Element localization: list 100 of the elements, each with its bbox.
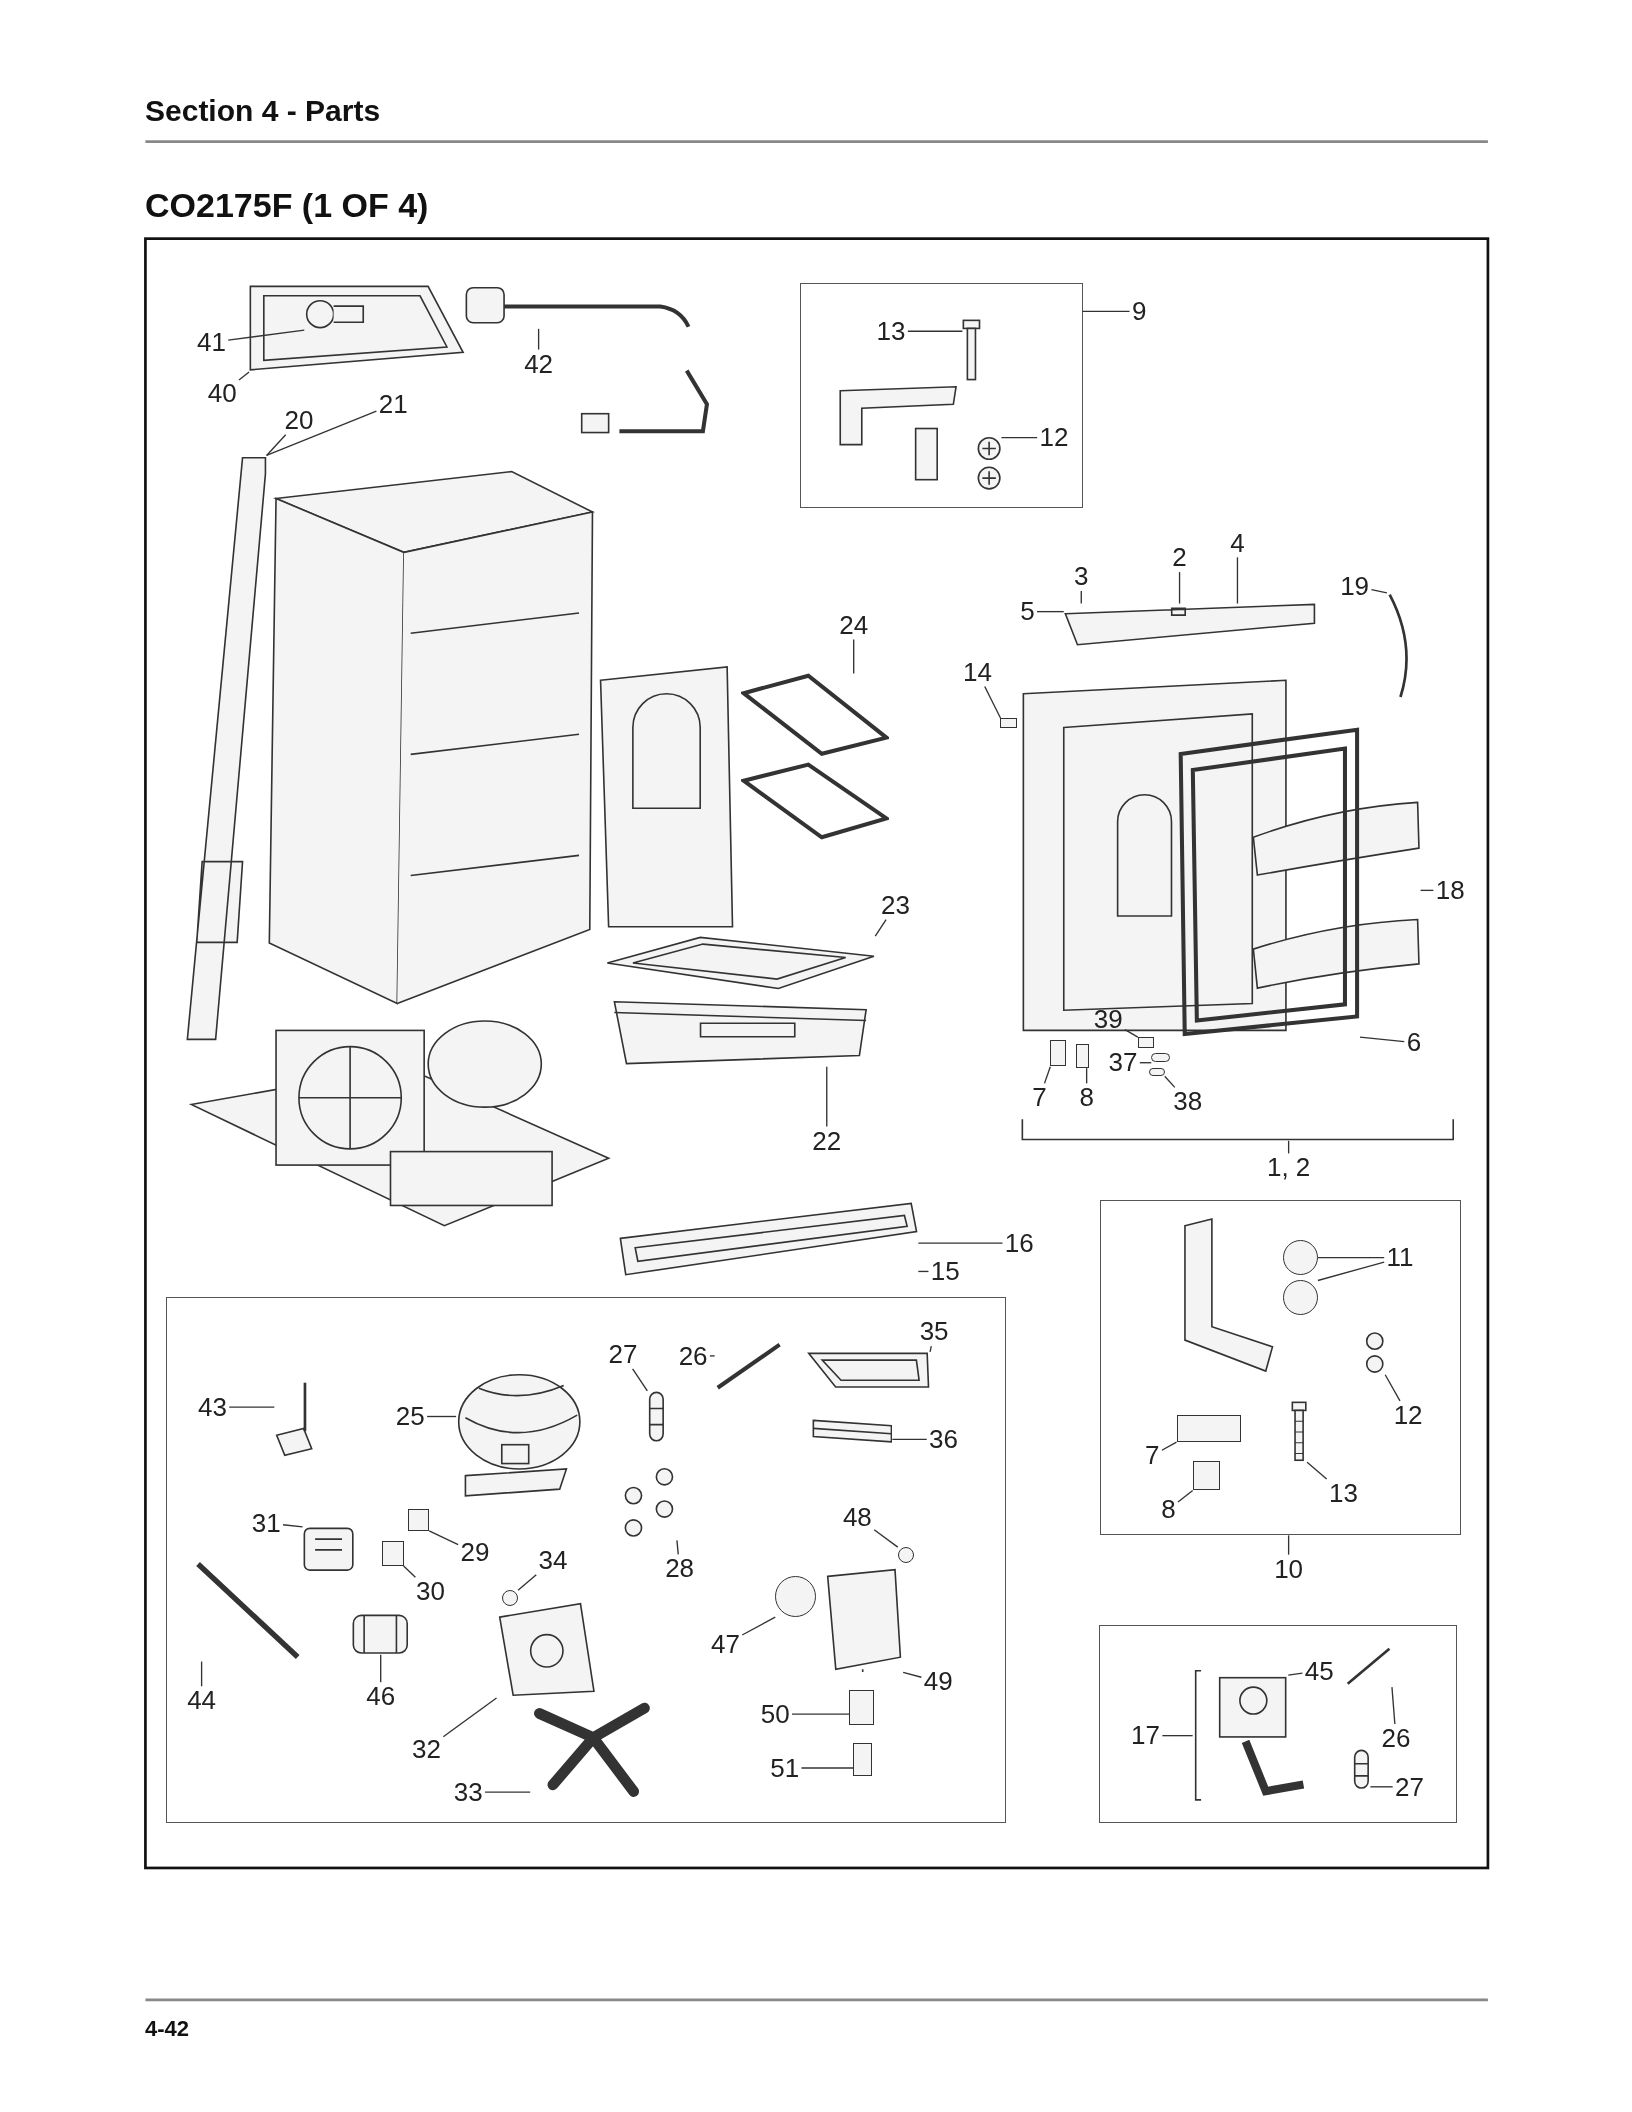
- callout-number: 7: [1031, 1084, 1048, 1111]
- leader-line: [1370, 588, 1388, 594]
- crisper-cover-drawing: [605, 935, 876, 990]
- callout-number: 11: [1385, 1244, 1415, 1271]
- tube-drawing: [714, 1342, 782, 1391]
- leader-line: [200, 1660, 203, 1687]
- callout-number: 30: [415, 1578, 446, 1605]
- leader-line: [1359, 1036, 1405, 1043]
- leader-line: [1080, 590, 1082, 605]
- callout-number: 5: [1019, 598, 1036, 625]
- leader-line: [402, 1565, 417, 1578]
- lamp-socket-drawing: [464, 285, 691, 329]
- leader-line: [1287, 1534, 1290, 1556]
- callout-number: 36: [928, 1426, 959, 1453]
- leader-line: [891, 1438, 928, 1441]
- callout-number: 47: [709, 1630, 741, 1657]
- hinge-pin-drawing: [1137, 1036, 1154, 1048]
- grommet-drawing: [501, 1589, 519, 1607]
- callout-number: 33: [452, 1778, 484, 1805]
- callout-number: 41: [195, 329, 227, 355]
- shelves-drawing: [740, 673, 889, 842]
- leader-line: [676, 1539, 679, 1555]
- callout-number: 22: [811, 1127, 843, 1154]
- leader-line: [1000, 436, 1038, 439]
- leader-line: [800, 1767, 854, 1769]
- leader-line: [917, 1270, 930, 1273]
- leader-line: [1085, 1067, 1088, 1085]
- leader-line: [1369, 1786, 1394, 1788]
- leader-line: [1161, 1734, 1194, 1737]
- rear-frame-drawing: [185, 455, 267, 1041]
- leader-line: [1236, 556, 1239, 605]
- leader-line: [1161, 1441, 1178, 1451]
- leader-line: [484, 1791, 531, 1793]
- leader-line: [517, 1574, 537, 1591]
- callout-number: 43: [196, 1393, 228, 1420]
- screw-drawing: [962, 318, 982, 381]
- bracket-drawing: [1192, 1668, 1204, 1803]
- callout-number: 44: [186, 1687, 218, 1714]
- callout-number: 19: [1339, 572, 1371, 599]
- tube-drawing: [1344, 1646, 1392, 1687]
- relay-drawing: [302, 1526, 354, 1572]
- callout-number: 40: [206, 380, 238, 407]
- leader-line: [874, 918, 887, 937]
- callout-number: 8: [1160, 1496, 1177, 1523]
- callout-number: 23: [880, 891, 911, 918]
- inset-frame: [799, 282, 1083, 508]
- fitting-drawing: [849, 1689, 874, 1725]
- callout-number: 32: [411, 1735, 442, 1762]
- leader-line: [1391, 1686, 1396, 1725]
- washer-drawing: [1148, 1067, 1165, 1076]
- callout-number: 46: [365, 1683, 397, 1710]
- screw-drawing: [1000, 717, 1017, 729]
- callout-number: 39: [1092, 1006, 1124, 1033]
- leader-line: [228, 1406, 275, 1408]
- callout-number: 1, 2: [1265, 1154, 1312, 1181]
- leader-line: [853, 638, 855, 675]
- capacitor-drawing: [352, 1614, 409, 1655]
- leader-line: [428, 1530, 459, 1546]
- callout-number: 13: [1328, 1479, 1359, 1506]
- callout-number: 4: [1229, 529, 1246, 556]
- leader-line: [537, 328, 540, 351]
- leader-line: [873, 1529, 899, 1548]
- bushing-drawing: [1282, 1280, 1318, 1316]
- callout-number: 45: [1303, 1657, 1335, 1684]
- plate-drawing: [1176, 1414, 1242, 1442]
- door-gasket-drawing: [1178, 727, 1360, 1037]
- leader-line: [282, 1524, 304, 1528]
- page-number: 4-42: [145, 2015, 190, 2043]
- inset-frame: [1098, 1625, 1457, 1824]
- strainer-drawing: [1351, 1748, 1371, 1790]
- clamp-drawing: [775, 1576, 816, 1617]
- leader-line: [1124, 1028, 1139, 1038]
- leader-line: [741, 1616, 776, 1636]
- leader-line: [1306, 1461, 1328, 1480]
- door-trim-drawing: [1063, 603, 1316, 647]
- leader-line: [1036, 610, 1065, 613]
- callout-number: 27: [607, 1341, 639, 1368]
- leader-line: [1419, 889, 1435, 892]
- washer-drawing: [1151, 1053, 1171, 1063]
- leader-line: [902, 1671, 923, 1678]
- leader-line: [1287, 1140, 1290, 1155]
- callout-number: 31: [250, 1509, 282, 1536]
- leader-line: [1384, 1374, 1401, 1402]
- leader-line: [709, 1355, 716, 1357]
- leader-line: [984, 685, 1002, 719]
- callout-number: 38: [1172, 1088, 1204, 1115]
- callout-number: 18: [1434, 877, 1466, 904]
- valve-drawing: [825, 1567, 904, 1672]
- tray-drawing: [806, 1351, 931, 1390]
- inset-frame: [165, 1296, 1006, 1824]
- stud-drawing: [1075, 1043, 1090, 1068]
- leader-line: [227, 329, 305, 341]
- leader-line: [1177, 1489, 1194, 1503]
- valve-coil-drawing: [1216, 1674, 1289, 1740]
- callout-number: 49: [922, 1668, 954, 1695]
- callout-number: 7: [1144, 1442, 1161, 1469]
- leader-line: [1164, 1075, 1176, 1089]
- callout-number: 21: [377, 390, 409, 417]
- callout-number: 42: [523, 350, 555, 377]
- crisper-drawer-drawing: [612, 999, 869, 1067]
